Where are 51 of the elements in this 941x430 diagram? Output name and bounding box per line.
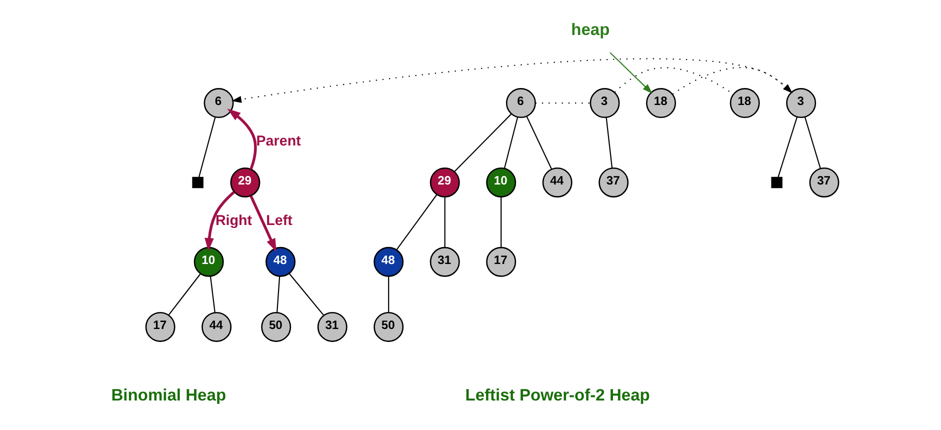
arrow <box>672 67 793 95</box>
node-circle: 6 <box>506 88 536 118</box>
node-circle: 3 <box>590 88 620 118</box>
arrow <box>231 58 792 103</box>
connector <box>288 273 324 316</box>
node-circle: 29 <box>430 167 460 198</box>
node-circle: 18 <box>730 88 760 118</box>
node-circle: 10 <box>486 167 516 198</box>
arrow <box>227 108 257 170</box>
connector <box>526 116 552 170</box>
node-circle: 17 <box>145 312 176 342</box>
node-text: heap <box>571 20 610 40</box>
connector <box>454 114 512 172</box>
arrow <box>204 191 235 252</box>
node-box <box>192 176 204 188</box>
label: Binomial Heap <box>111 385 226 404</box>
connector <box>500 197 502 248</box>
node-circle: 48 <box>374 246 404 277</box>
connector <box>210 276 216 313</box>
node-circle: 37 <box>809 167 840 198</box>
edge-label: Parent <box>256 133 301 150</box>
connector <box>276 276 280 313</box>
connector <box>168 273 202 316</box>
node-circle: 18 <box>646 88 676 118</box>
node-circle: 10 <box>194 246 224 277</box>
node-circle: 17 <box>486 246 516 277</box>
connector <box>504 117 518 169</box>
node-circle: 31 <box>430 246 460 277</box>
node-circle: 44 <box>202 312 232 342</box>
connector <box>778 116 798 178</box>
connector <box>396 194 438 250</box>
node-circle: 50 <box>261 312 292 342</box>
connector <box>606 118 613 168</box>
node-circle: 50 <box>374 312 404 342</box>
edge-label: Right <box>215 212 252 229</box>
node-circle: 48 <box>266 246 296 277</box>
connector <box>444 197 446 248</box>
label: Leftist Power-of-2 Heap <box>465 385 650 404</box>
arrow <box>250 195 276 252</box>
node-circle: 3 <box>786 88 816 118</box>
node-circle: 31 <box>317 312 348 342</box>
connector <box>388 276 390 313</box>
node-circle: 37 <box>598 167 629 198</box>
node-circle: 6 <box>204 88 234 118</box>
node-box <box>771 176 782 188</box>
node-circle: 29 <box>230 167 260 198</box>
node-circle: 44 <box>542 167 572 198</box>
connector <box>198 117 216 178</box>
arrow <box>610 52 652 94</box>
edge-label: Left <box>266 212 292 229</box>
connector <box>804 116 821 168</box>
